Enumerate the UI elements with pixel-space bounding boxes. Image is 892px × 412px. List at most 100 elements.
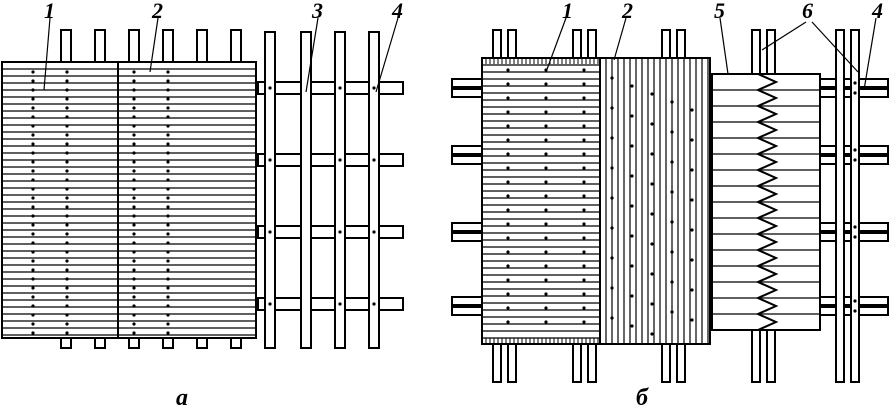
caption-b: б <box>636 385 648 411</box>
stitch-dot-b2 <box>690 228 694 232</box>
stitch-dot-a <box>31 97 35 101</box>
stitch-dot-a <box>166 214 170 218</box>
stitch-dot-b <box>582 96 586 100</box>
stitch-dot-b <box>544 138 548 142</box>
weld-dot-a <box>338 230 342 234</box>
stitch-dot-a <box>166 187 170 191</box>
stitch-dot-b <box>544 306 548 310</box>
stitch-dot-b <box>582 166 586 170</box>
stitch-dot-b2 <box>650 332 654 336</box>
stitch-dot-b2 <box>670 220 674 224</box>
stitch-dot-a <box>166 115 170 119</box>
stitch-dot-a <box>166 70 170 74</box>
stitch-dot-a <box>132 133 136 137</box>
stitch-dot-a <box>166 97 170 101</box>
stitch-dot-b <box>582 68 586 72</box>
stitch-dot-b2 <box>670 310 674 314</box>
leader-b-6b <box>811 21 859 73</box>
stitch-dot-a <box>31 115 35 119</box>
stitch-dot-a <box>65 304 69 308</box>
stitch-dot-a <box>132 160 136 164</box>
stitch-dot-b <box>582 110 586 114</box>
stitch-dot-b <box>582 138 586 142</box>
weld-dot-b <box>853 299 857 303</box>
stitch-dot-b2 <box>690 288 694 292</box>
stitch-dot-b2 <box>610 286 614 290</box>
leader-b-6a <box>761 21 807 51</box>
weld-dot-a <box>372 230 376 234</box>
stitch-dot-a <box>31 142 35 146</box>
label-a-3: 3 <box>312 0 323 23</box>
stitch-dot-b2 <box>690 318 694 322</box>
stitch-dot-b2 <box>670 280 674 284</box>
stitch-dot-a <box>166 142 170 146</box>
stitch-dot-b2 <box>630 324 634 328</box>
stitch-dot-b <box>544 152 548 156</box>
stitch-dot-a <box>166 232 170 236</box>
stitch-dot-b <box>506 194 510 198</box>
stitch-dot-a <box>65 124 69 128</box>
stitch-dot-a <box>166 124 170 128</box>
stitch-dot-a <box>31 106 35 110</box>
stitch-dot-a <box>132 223 136 227</box>
stitch-dot-b <box>582 124 586 128</box>
stitch-dot-b2 <box>610 166 614 170</box>
leader-a-3 <box>305 17 319 93</box>
stitch-dot-a <box>65 97 69 101</box>
stitch-dot-b <box>506 320 510 324</box>
stitch-dot-b <box>582 264 586 268</box>
stitch-dot-b <box>506 264 510 268</box>
mat-1-b <box>481 57 601 345</box>
stitch-dot-b <box>582 180 586 184</box>
stitch-dot-a <box>65 106 69 110</box>
stitch-dot-a <box>65 214 69 218</box>
stitch-dot-b <box>582 320 586 324</box>
stitch-dot-a <box>31 214 35 218</box>
weld-dot-a <box>338 86 342 90</box>
stitch-dot-b <box>544 320 548 324</box>
stitch-dot-a <box>31 241 35 245</box>
stitch-dot-b <box>506 152 510 156</box>
stitch-dot-b <box>506 292 510 296</box>
stitch-dot-a <box>65 286 69 290</box>
stitch-dot-b <box>582 152 586 156</box>
leader-a-2 <box>149 17 159 73</box>
stitch-dot-b <box>506 278 510 282</box>
stitch-dot-b2 <box>690 168 694 172</box>
weld-dot-a <box>338 302 342 306</box>
stitch-dot-a <box>65 295 69 299</box>
stitch-dot-b2 <box>630 144 634 148</box>
stitch-dot-a <box>31 88 35 92</box>
stitch-dot-b <box>506 166 510 170</box>
stitch-dot-a <box>132 124 136 128</box>
stitch-dot-a <box>65 79 69 83</box>
stitch-dot-b <box>544 208 548 212</box>
stitch-dot-b2 <box>630 84 634 88</box>
stitch-dot-b2 <box>650 122 654 126</box>
stitch-dot-a <box>166 250 170 254</box>
caption-a: а <box>176 385 188 411</box>
joint-zigzag-b <box>755 73 779 331</box>
stitch-dot-a <box>31 178 35 182</box>
mat-2-a <box>117 61 257 339</box>
stitch-dot-a <box>132 79 136 83</box>
stitch-dot-b <box>506 208 510 212</box>
weld-dot-a <box>268 230 272 234</box>
stitch-dot-b2 <box>610 196 614 200</box>
label-b-6: 6 <box>802 0 813 23</box>
stitch-dot-a <box>166 160 170 164</box>
stitch-dot-b <box>506 306 510 310</box>
stitch-dot-a <box>31 79 35 83</box>
stitch-dot-a <box>65 178 69 182</box>
stitch-dot-a <box>65 259 69 263</box>
stitch-dot-b <box>506 250 510 254</box>
stitch-dot-a <box>132 115 136 119</box>
stitch-dot-b2 <box>650 212 654 216</box>
weld-dot-b <box>853 158 857 162</box>
stitch-dot-a <box>31 313 35 317</box>
rebar-horizontal-a <box>257 81 404 95</box>
stitch-dot-a <box>166 331 170 335</box>
stitch-dot-a <box>31 151 35 155</box>
stitch-dot-b <box>582 194 586 198</box>
stitch-dot-a <box>132 241 136 245</box>
